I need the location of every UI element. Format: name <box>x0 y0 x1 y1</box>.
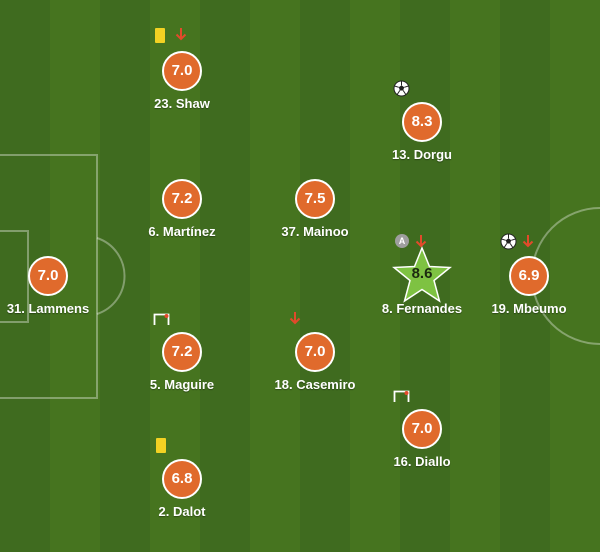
yellow-card-icon <box>155 28 165 43</box>
rating-badge: 7.2 <box>162 332 202 372</box>
player-name: 2. Dalot <box>158 504 206 519</box>
player-name: 19. Mbeumo <box>491 301 567 316</box>
player-dalot[interactable]: 6.8 2. Dalot <box>122 438 242 552</box>
sub-off-arrow-icon <box>522 235 534 248</box>
player-name: 23. Shaw <box>154 96 210 111</box>
player-diallo[interactable]: 7.0 16. Diallo <box>362 390 482 509</box>
player-name: 5. Maguire <box>149 377 215 392</box>
player-maguire[interactable]: 7.2 5. Maguire <box>122 313 242 432</box>
sub-off-arrow-icon <box>415 235 427 248</box>
player-name: 37. Mainoo <box>281 224 349 239</box>
sub-off-arrow-icon <box>175 28 187 41</box>
hit-woodwork-icon <box>393 390 410 402</box>
player-name: 8. Fernandes <box>381 301 463 316</box>
player-martinez[interactable]: 7.2 6. Martínez <box>122 179 242 279</box>
penalty-arc-left <box>96 237 126 315</box>
player-casemiro[interactable]: 7.0 18. Casemiro <box>255 312 375 432</box>
rating-badge: 6.8 <box>162 459 202 499</box>
rating-badge: 7.0 <box>402 409 442 449</box>
rating-badge: 7.0 <box>28 256 68 296</box>
captain-icon: A <box>395 234 409 248</box>
player-lammens[interactable]: 7.0 31. Lammens <box>0 256 108 356</box>
top-rated-star: 8.6 <box>392 246 452 304</box>
rating-value: 8.6 <box>411 265 433 282</box>
rating-badge: 7.0 <box>295 332 335 372</box>
hit-woodwork-icon <box>153 313 170 325</box>
rating-badge: 7.2 <box>162 179 202 219</box>
rating-badge: 6.9 <box>509 256 549 296</box>
star-icon <box>392 246 452 303</box>
goal-ball-icon <box>393 80 410 97</box>
goal-ball-icon <box>500 233 517 250</box>
player-shaw[interactable]: 7.0 23. Shaw <box>122 28 242 151</box>
player-fernandes[interactable]: 8.6 8. Fernandes A <box>362 234 482 356</box>
rating-badge: 7.0 <box>162 51 202 91</box>
player-mbeumo[interactable]: 6.9 19. Mbeumo <box>469 233 589 356</box>
player-name: 31. Lammens <box>6 301 90 316</box>
player-dorgu[interactable]: 8.3 13. Dorgu <box>362 80 482 202</box>
rating-badge: 8.3 <box>402 102 442 142</box>
player-mainoo[interactable]: 7.5 37. Mainoo <box>255 179 375 279</box>
player-name: 6. Martínez <box>148 224 216 239</box>
rating-badge: 7.5 <box>295 179 335 219</box>
player-name: 18. Casemiro <box>274 377 356 392</box>
player-name: 16. Diallo <box>393 454 451 469</box>
player-name: 13. Dorgu <box>392 147 452 162</box>
sub-off-arrow-icon <box>289 312 301 325</box>
penalty-box-left <box>0 154 98 399</box>
yellow-card-icon <box>156 438 166 453</box>
